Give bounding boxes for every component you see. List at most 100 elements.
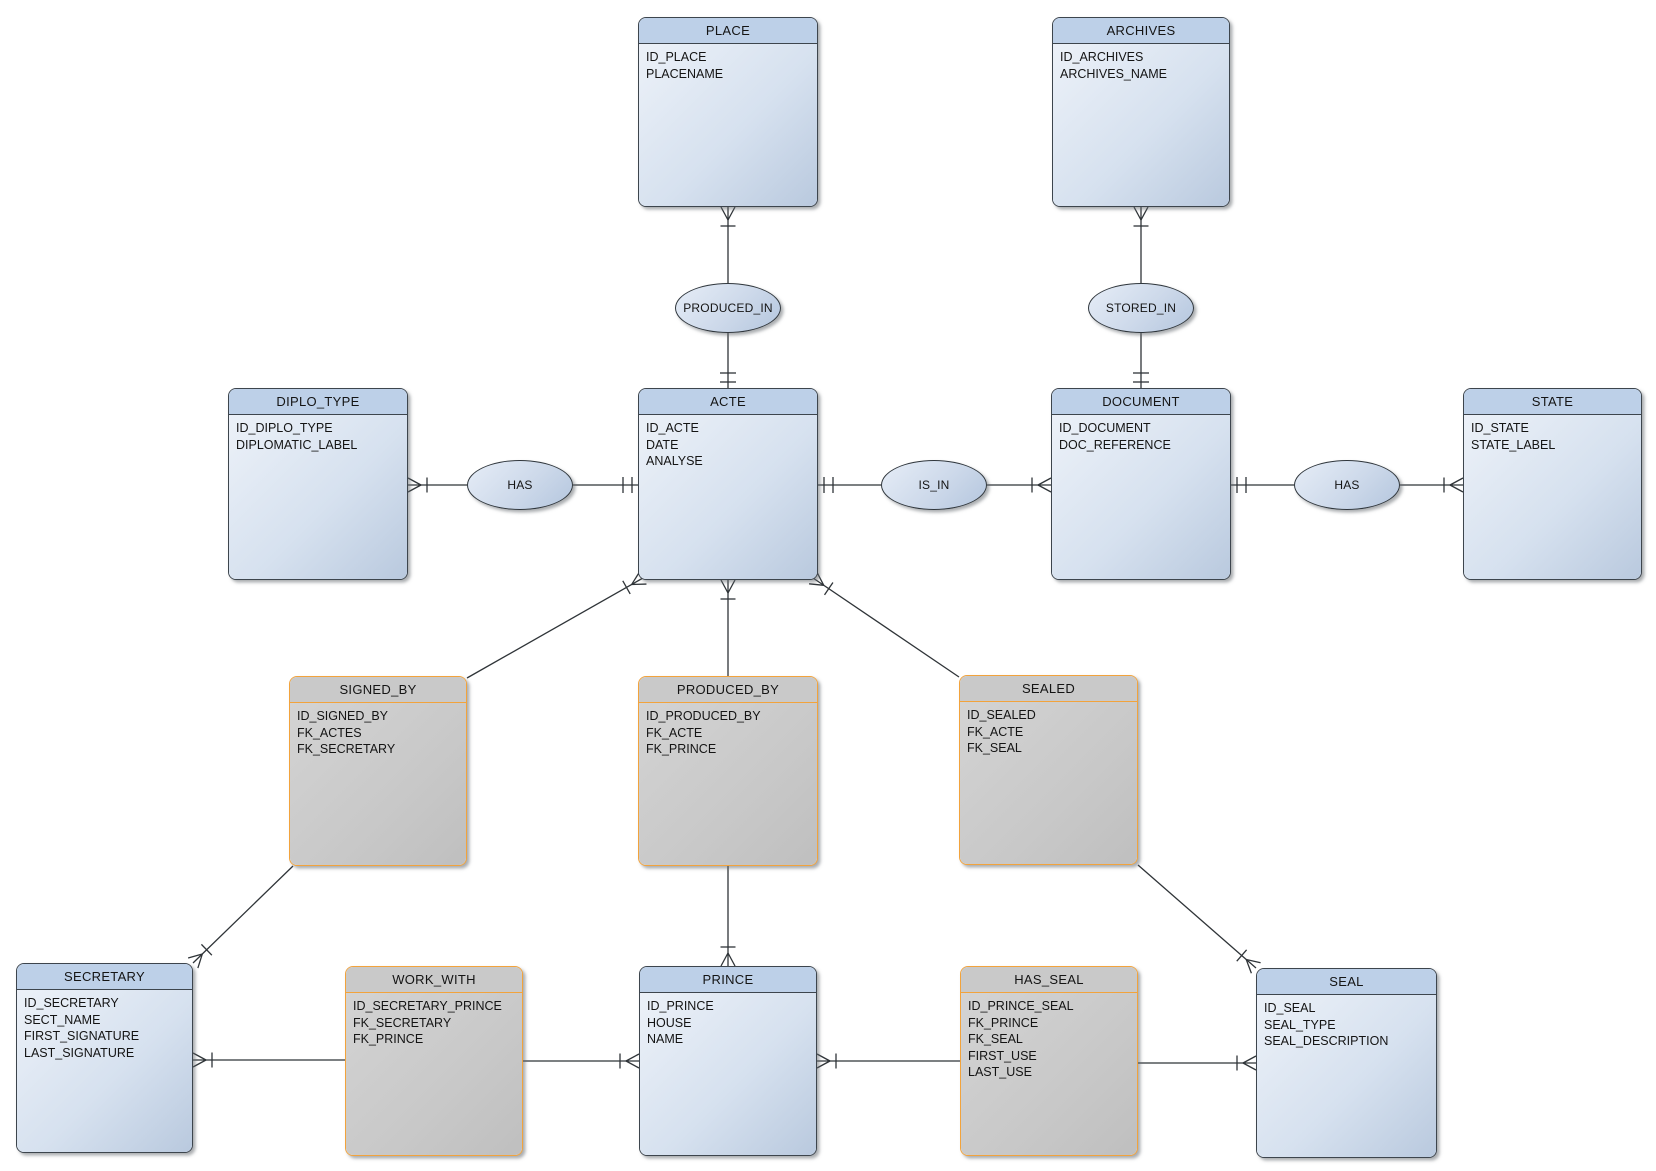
entity-attribute: FK_SEAL	[968, 1032, 1023, 1046]
entity-attribute-list: ID_PRINCE HOUSE NAME	[640, 993, 816, 1155]
entity-title: ARCHIVES	[1053, 18, 1229, 44]
entity-attribute: FIRST_SIGNATURE	[24, 1029, 140, 1043]
entity-sealed[interactable]: SEALED ID_SEALED FK_ACTE FK_SEAL	[959, 675, 1138, 865]
entity-attribute: ARCHIVES_NAME	[1060, 66, 1167, 81]
entity-attribute-list: ID_SECRETARY SECT_NAME FIRST_SIGNATURE LAST…	[17, 990, 192, 1152]
entity-secretary[interactable]: SECRETARY ID_SECRETARY SECT_NAME FIRST_SIG…	[16, 963, 193, 1153]
entity-title: STATE	[1464, 389, 1641, 415]
entity-attribute: LAST_USE	[968, 1065, 1032, 1079]
entity-attribute: ID_SECRETARY	[24, 996, 119, 1010]
entity-title: WORK_WITH	[346, 967, 522, 993]
entity-attribute: ID_SIGNED_BY	[297, 709, 389, 723]
entity-attribute-list: ID_SEALED FK_ACTE FK_SEAL	[960, 702, 1137, 864]
entity-archives[interactable]: ARCHIVES ID_ARCHIVES ARCHIVES_NAME	[1052, 17, 1230, 207]
entity-title: PRINCE	[640, 967, 816, 993]
entity-title: PLACE	[639, 18, 817, 44]
entity-attribute: SECT_NAME	[24, 1012, 101, 1027]
entity-attribute: FK_PRINCE	[646, 742, 717, 756]
entity-attribute: DIPLOMATIC_LABEL	[236, 437, 358, 452]
entity-attribute: ID_ARCHIVES	[1060, 50, 1144, 64]
entity-attribute: NAME	[647, 1032, 684, 1046]
connector-prince-produced_by	[720, 866, 736, 967]
entity-attribute: HOUSE	[647, 1015, 692, 1030]
entity-attribute: ID_SEALED	[967, 708, 1036, 722]
connector-prince-work_with	[523, 1053, 640, 1069]
entity-attribute-list: ID_DOCUMENT DOC_REFERENCE	[1052, 415, 1230, 579]
connector-seal-sealed	[1137, 864, 1261, 974]
entity-attribute-list: ID_ARCHIVES ARCHIVES_NAME	[1053, 44, 1229, 206]
entity-attribute: FK_PRINCE	[353, 1032, 424, 1046]
entity-attribute-list: ID_ACTE DATE ANALYSE	[639, 415, 817, 579]
relationship-label: IS_IN	[918, 478, 950, 492]
relationship-label: STORED_IN	[1105, 301, 1177, 315]
relationship-has_left[interactable]: HAS	[467, 460, 573, 510]
connector-acte-has_left	[573, 477, 638, 493]
connector-seal-has_seal	[1138, 1055, 1257, 1071]
entity-title: SEALED	[960, 676, 1137, 702]
entity-attribute: DATE	[646, 437, 679, 452]
connector-secretary-work_with	[192, 1052, 345, 1068]
entity-attribute: DOC_REFERENCE	[1059, 437, 1171, 452]
relationship-has_right[interactable]: HAS	[1294, 460, 1400, 510]
entity-attribute-list: ID_STATE STATE_LABEL	[1464, 415, 1641, 579]
entity-attribute: ID_STATE	[1471, 421, 1529, 435]
entity-state[interactable]: STATE ID_STATE STATE_LABEL	[1463, 388, 1642, 580]
entity-attribute: ID_DOCUMENT	[1059, 421, 1151, 435]
connector-place-produced_in	[720, 206, 736, 283]
entity-title: DOCUMENT	[1052, 389, 1230, 415]
entity-attribute: FK_PRINCE	[968, 1015, 1039, 1030]
entity-attribute-list: ID_DIPLO_TYPE DIPLOMATIC_LABEL	[229, 415, 407, 579]
relationship-stored_in[interactable]: STORED_IN	[1088, 283, 1194, 333]
connector-acte-produced_in	[720, 333, 736, 388]
relationship-label: HAS	[1334, 478, 1360, 492]
entity-attribute: ANALYSE	[646, 454, 703, 468]
entity-attribute: ID_PRINCE_SEAL	[968, 999, 1074, 1013]
connector-archives-stored_in	[1133, 206, 1149, 283]
entity-attribute: LAST_SIGNATURE	[24, 1045, 135, 1060]
entity-attribute: FK_SEAL	[967, 741, 1022, 755]
entity-work_with[interactable]: WORK_WITH ID_SECRETARY_PRINCE FK_SECRETAR…	[345, 966, 523, 1156]
connector-acte-signed_by	[466, 571, 647, 679]
entity-prince[interactable]: PRINCE ID_PRINCE HOUSE NAME	[639, 966, 817, 1156]
entity-attribute: ID_ACTE	[646, 421, 699, 435]
connector-acte-produced_by	[720, 579, 736, 676]
entity-attribute: FK_ACTES	[297, 725, 362, 740]
entity-attribute: SEAL_TYPE	[1264, 1017, 1336, 1032]
connector-prince-has_seal	[816, 1053, 960, 1069]
entity-attribute: ID_PRINCE	[647, 999, 714, 1013]
connector-state-has_right	[1400, 477, 1464, 493]
entity-title: ACTE	[639, 389, 817, 415]
connector-diplo_type-has_left	[407, 477, 467, 493]
entity-title: HAS_SEAL	[961, 967, 1137, 993]
entity-attribute: STATE_LABEL	[1471, 437, 1556, 452]
relationship-produced_in[interactable]: PRODUCED_IN	[675, 283, 781, 333]
entity-attribute: FK_SECRETARY	[353, 1015, 452, 1030]
connector-document-has_right	[1231, 477, 1294, 493]
entity-document[interactable]: DOCUMENT ID_DOCUMENT DOC_REFERENCE	[1051, 388, 1231, 580]
entity-attribute: ID_DIPLO_TYPE	[236, 421, 333, 435]
entity-attribute: FK_ACTE	[646, 725, 703, 740]
entity-title: SEAL	[1257, 969, 1436, 995]
entity-acte[interactable]: ACTE ID_ACTE DATE ANALYSE	[638, 388, 818, 580]
connector-document-stored_in	[1133, 333, 1149, 388]
entity-attribute-list: ID_SECRETARY_PRINCE FK_SECRETARY FK_PRINCE	[346, 993, 522, 1155]
relationship-label: HAS	[507, 478, 533, 492]
entity-title: SECRETARY	[17, 964, 192, 990]
entity-attribute: PLACENAME	[646, 66, 724, 81]
entity-attribute: FK_ACTE	[967, 724, 1024, 739]
relationship-is_in[interactable]: IS_IN	[881, 460, 987, 510]
entity-attribute: ID_SECRETARY_PRINCE	[353, 999, 502, 1013]
connector-secretary-signed_by	[187, 865, 294, 969]
